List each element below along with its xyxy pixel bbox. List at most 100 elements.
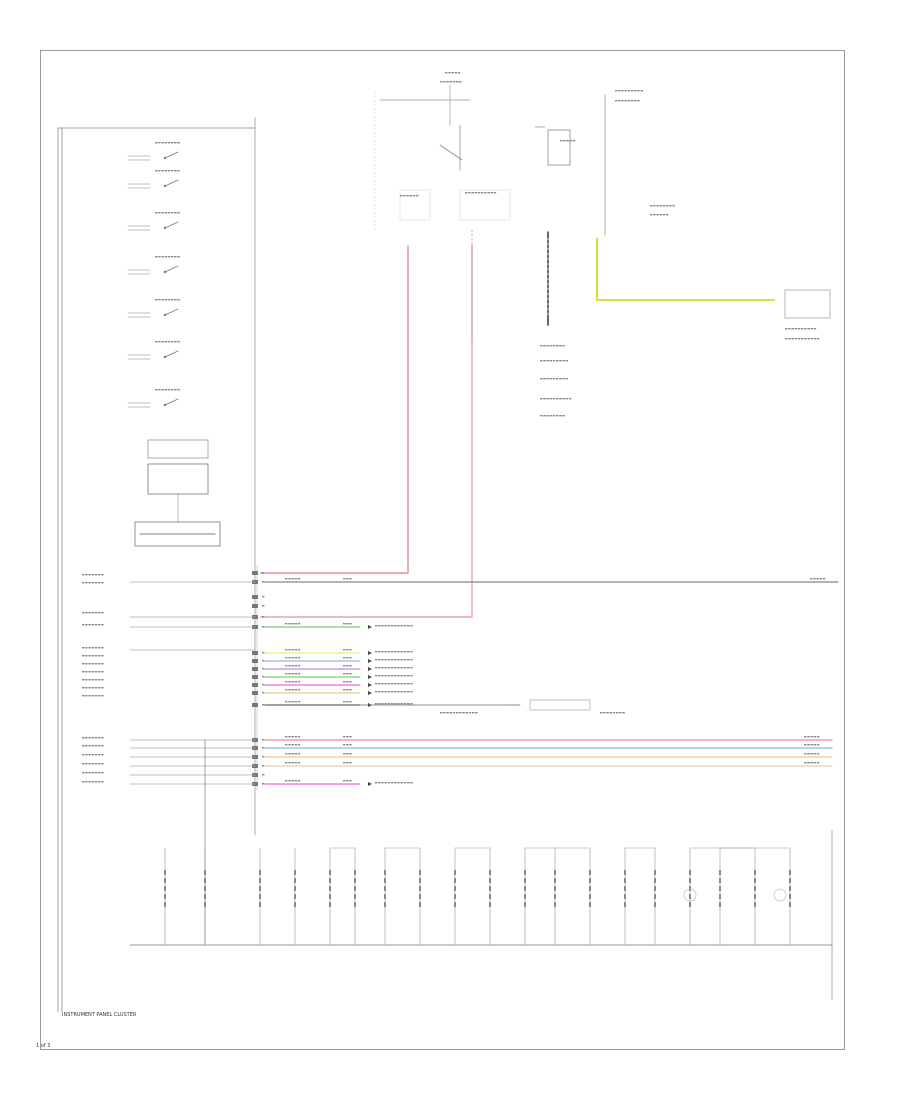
wire-color-mark — [285, 623, 288, 625]
wire-color-mark — [288, 736, 291, 738]
connector-label-mark — [540, 378, 543, 380]
signal-label-mark — [85, 772, 88, 774]
wire-color-mark — [294, 623, 297, 625]
destination-label-mark — [381, 782, 384, 784]
signal-label-mark — [98, 763, 101, 765]
wire-color-mark — [291, 665, 294, 667]
destination-label-mark — [407, 683, 410, 685]
circuit-number-mark — [343, 578, 346, 580]
wire-color-mark — [297, 780, 301, 782]
component-label-mark — [554, 886, 556, 891]
wire-color-mark — [288, 578, 291, 580]
signal-label-mark — [85, 624, 88, 626]
signal-label-mark — [82, 624, 85, 626]
signal-label-mark — [94, 695, 98, 697]
circuit-number-mark — [349, 623, 352, 625]
connector-label-mark — [543, 378, 546, 380]
destination-label-mark — [381, 675, 384, 677]
gauge-label-mark — [155, 212, 158, 214]
destination-label-mark — [394, 651, 397, 653]
module-label-mark — [615, 90, 618, 92]
gauge-label-mark — [167, 299, 171, 301]
gauge-switch-pivot — [163, 313, 167, 317]
destination-label-mark — [384, 651, 387, 653]
destination-label-mark — [813, 744, 816, 746]
signal-label-mark — [88, 695, 91, 697]
component-label-mark — [489, 894, 491, 899]
connector-pin — [252, 691, 258, 695]
component-label-mark — [489, 878, 491, 883]
signal-label-mark — [98, 772, 101, 774]
component-label-mark — [384, 886, 386, 891]
signal-label-mark — [101, 655, 104, 657]
component-label-mark — [354, 894, 356, 899]
signal-label-mark — [91, 763, 94, 765]
wire-color-mark — [294, 780, 297, 782]
destination-label-mark — [394, 691, 397, 693]
right-component-label-mark — [813, 338, 817, 340]
component-label-mark — [294, 878, 296, 883]
component-label-mark — [719, 878, 721, 883]
gauge-label-mark — [158, 256, 161, 258]
circuit-number-mark — [346, 753, 349, 755]
ignition-label-mark — [449, 81, 452, 83]
circuit-number-mark — [349, 744, 352, 746]
wire-color-mark — [297, 665, 301, 667]
signal-label-mark — [98, 737, 101, 739]
gauge-label-mark — [158, 212, 161, 214]
destination-label-mark — [375, 782, 378, 784]
component-label-mark — [624, 886, 626, 891]
pin-number-mark — [262, 747, 265, 749]
circuit-number-mark — [346, 665, 349, 667]
gauge-label-mark — [164, 341, 167, 343]
component-label-mark — [554, 902, 556, 907]
signal-label-mark — [88, 687, 91, 689]
destination-label-mark — [394, 675, 397, 677]
signal-label-mark — [85, 663, 88, 665]
gauge-label-mark — [161, 389, 164, 391]
component-label-mark — [164, 886, 166, 891]
gauge-label-mark — [167, 341, 171, 343]
destination-label-mark — [384, 782, 387, 784]
destination-label-mark — [394, 625, 397, 627]
right-component-label-mark — [801, 328, 804, 330]
signal-label-mark — [98, 695, 101, 697]
splice-label-mark — [472, 712, 475, 714]
connector-label-mark — [543, 398, 546, 400]
gauge-label-mark — [177, 142, 180, 144]
gauge-label-mark — [174, 170, 177, 172]
ignition-label-mark — [448, 72, 451, 74]
right-component-label-mark — [785, 338, 788, 340]
relay-box-left — [399, 189, 431, 221]
connector-label-mark — [540, 415, 543, 417]
signal-label-mark — [82, 763, 85, 765]
gauge-label-mark — [155, 142, 158, 144]
destination-label-mark — [375, 667, 378, 669]
destination-label-mark — [391, 667, 394, 669]
destination-label-mark — [407, 659, 410, 661]
connector-label-mark — [543, 345, 546, 347]
fuse-symbol — [547, 129, 571, 166]
connector-label-mark — [552, 345, 556, 347]
signal-label-mark — [94, 624, 98, 626]
signal-label-mark — [91, 574, 94, 576]
splice-label-mark — [452, 712, 456, 714]
fuse-label-mark — [563, 140, 566, 142]
note-label-mark — [662, 214, 666, 216]
module-label-mark — [637, 90, 640, 92]
circuit-number-mark — [346, 578, 349, 580]
gauge-label-mark — [155, 389, 158, 391]
signal-label-mark — [101, 781, 104, 783]
component-label-mark — [454, 878, 456, 883]
wire-color-mark — [297, 744, 301, 746]
connector-pin — [252, 651, 258, 655]
component-label-mark — [329, 886, 331, 891]
signal-label-mark — [101, 745, 104, 747]
connector-pin — [252, 604, 258, 608]
right-component-label-mark — [797, 328, 801, 330]
relay-label-mark — [474, 192, 477, 194]
destination-label-mark — [387, 651, 391, 653]
signal-label-mark — [101, 612, 104, 614]
destination-label-mark — [813, 762, 816, 764]
destination-label-mark — [391, 651, 394, 653]
